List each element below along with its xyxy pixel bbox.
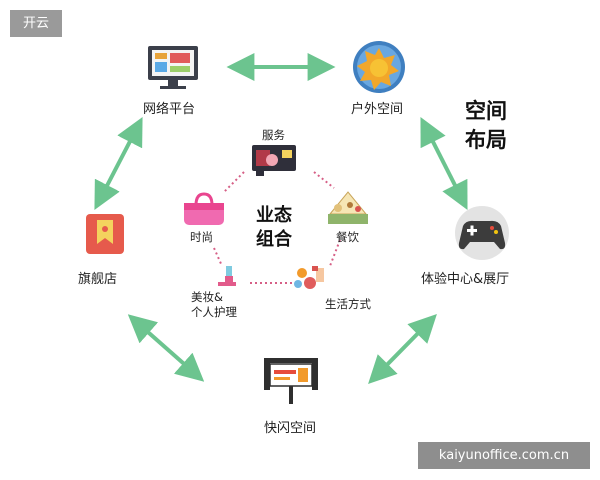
arrow-outdoor-experience	[420, 117, 468, 210]
label-popup-space: 快闪空间	[264, 421, 317, 436]
lipstick-icon	[218, 266, 236, 286]
center-title-line1: 业态	[256, 205, 292, 226]
label-service: 服务	[262, 128, 285, 142]
arrow-popup-flagship	[127, 314, 205, 382]
diagram-title-line2: 布局	[465, 128, 507, 152]
watermark: kaiyunoffice.com.cn	[418, 442, 590, 469]
label-dining: 餐饮	[336, 230, 359, 244]
popup-stall-icon	[264, 358, 318, 404]
diagram-title-line1: 空间	[465, 99, 507, 123]
label-beauty-line1: 美妆&	[191, 290, 223, 304]
label-beauty-line2: 个人护理	[191, 305, 237, 319]
service-icon	[252, 145, 296, 176]
handbag-icon	[184, 192, 224, 225]
dining-icon	[328, 191, 368, 224]
inner-dotted-links	[213, 171, 341, 284]
gamepad-icon	[455, 206, 509, 260]
label-lifestyle: 生活方式	[325, 297, 371, 311]
label-flagship-store: 旗舰店	[78, 272, 118, 287]
flagship-store-icon	[86, 214, 124, 254]
label-fashion: 时尚	[190, 230, 213, 244]
arrow-experience-popup	[368, 314, 437, 384]
center-title-line2: 组合	[256, 229, 292, 250]
monitor-icon	[148, 46, 198, 89]
sun-icon	[353, 41, 405, 93]
label-outdoor-space: 户外空间	[351, 102, 404, 117]
lifestyle-icon	[294, 266, 324, 289]
arrow-flagship-online	[94, 117, 143, 210]
label-online-platform: 网络平台	[143, 102, 196, 117]
corner-badge: 开云	[10, 10, 62, 37]
label-experience-center: 体验中心&展厅	[421, 272, 510, 287]
